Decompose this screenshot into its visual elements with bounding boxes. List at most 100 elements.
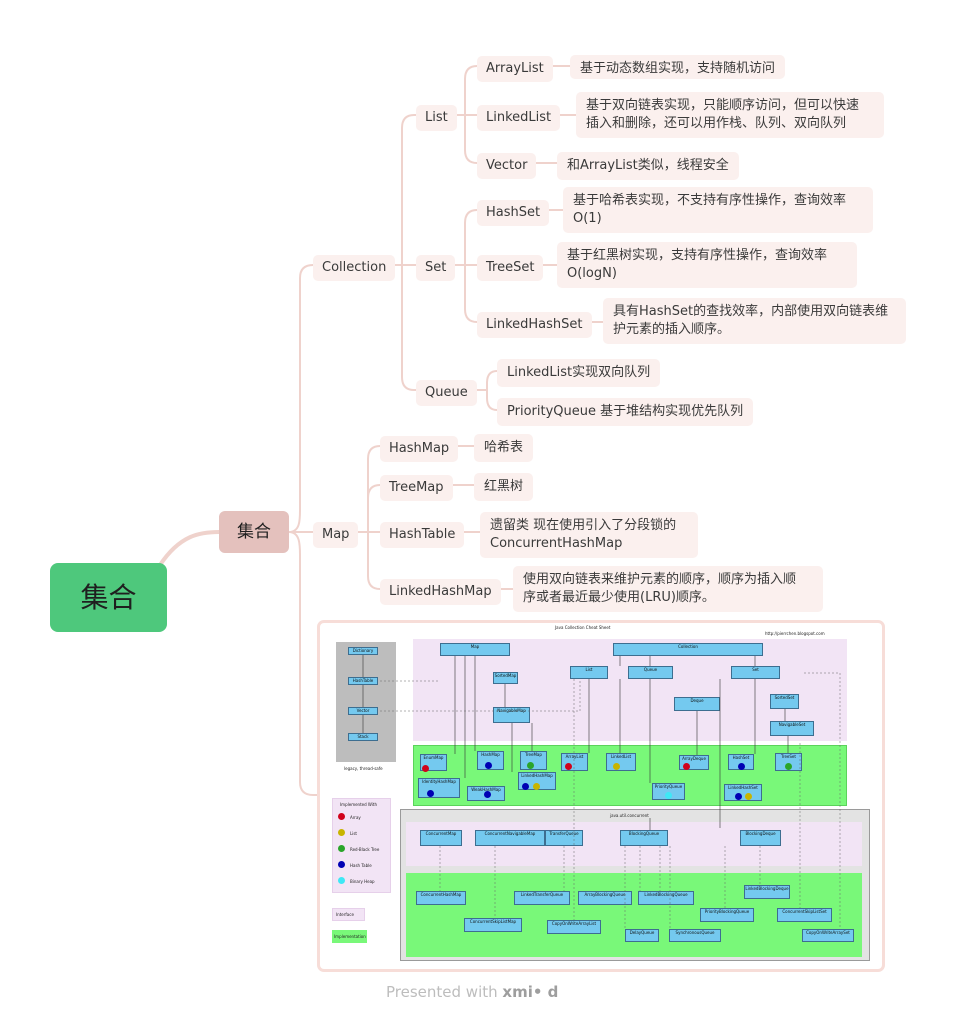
arraylist-desc: 基于动态数组实现，支持随机访问 (570, 55, 786, 79)
collection-node[interactable]: Collection (313, 255, 396, 281)
hashset-desc-line1: 基于哈希表实现，不支持有序性操作，查询效率 (573, 193, 847, 208)
queue-priorityqueue-item[interactable]: PriorityQueue 基于堆结构实现优先队列 (497, 398, 754, 426)
hashset-hashtable-dot (738, 763, 745, 770)
hashtable-node[interactable]: HashTable (380, 522, 465, 548)
legacy-vector: Vector (348, 707, 378, 715)
cheatsheet-connectors (362, 655, 841, 929)
treemap-node[interactable]: TreeMap (380, 475, 453, 501)
impl-concurrenthashmap: ConcurrentHashMap (416, 891, 466, 905)
impl-linkedblockingqueue: LinkedBlockingQueue (638, 891, 694, 905)
iface-navigableset: NavigableSet (770, 721, 814, 736)
legend-heap: Binary Heap (350, 879, 375, 884)
impl-linkedhashset: LinkedHashSet (724, 784, 762, 801)
legend-array: Array (350, 815, 361, 820)
legacy-hashtable: HashTable (348, 677, 378, 685)
arraydeque-array-dot (683, 763, 690, 770)
legacy-area (336, 642, 396, 762)
impl-hashmap: HashMap (477, 751, 504, 770)
iface-map: Map (440, 643, 510, 656)
linkedhashset-desc-line2: 护元素的插入顺序。 (613, 322, 731, 337)
treemap-rbtree-dot (527, 762, 534, 769)
hashtable-desc: 遗留类 现在使用引入了分段锁的 ConcurrentHashMap (480, 512, 698, 558)
xmind-logo: xmi• d (502, 983, 559, 1001)
hashset-desc-line2: O(1) (573, 211, 602, 226)
hashmap-node[interactable]: HashMap (380, 436, 459, 462)
cheatsheet-url: http://pierrchen.blogspot.com (765, 631, 825, 636)
linkedhashmap-node[interactable]: LinkedHashMap (380, 579, 501, 605)
iface-transferqueue: TransferQueue (545, 830, 583, 846)
iface-concurrentmap: ConcurrentMap (420, 830, 462, 846)
treeset-node[interactable]: TreeSet (477, 255, 544, 281)
legend-hashtable: Hash Table (350, 863, 372, 868)
linkedhashset-node[interactable]: LinkedHashSet (477, 312, 592, 338)
queue-node[interactable]: Queue (416, 380, 477, 406)
hashtable-desc-line2: ConcurrentHashMap (490, 536, 623, 551)
arraylist-node[interactable]: ArrayList (477, 56, 553, 82)
hashmap-hashtable-dot (485, 762, 492, 769)
impl-priorityblockingqueue: PriorityBlockingQueue (700, 908, 754, 922)
impl-arrayblockingqueue: ArrayBlockingQueue (578, 891, 632, 905)
hashset-node[interactable]: HashSet (477, 200, 550, 226)
impl-treemap: TreeMap (520, 751, 547, 770)
legend-implementation-swatch (332, 930, 367, 943)
linkedhashmap-list-dot (533, 783, 540, 790)
linkedlist-node[interactable]: LinkedList (477, 105, 561, 131)
legend-array-dot (338, 813, 345, 820)
treemap-desc: 红黑树 (474, 473, 534, 501)
map-node[interactable]: Map (313, 522, 359, 548)
priorityqueue-heap-dot (665, 792, 672, 799)
linkedlist-list-dot (613, 763, 620, 770)
iface-sortedmap: SortedMap (493, 672, 518, 684)
list-node[interactable]: List (416, 105, 457, 131)
iface-set: Set (731, 666, 780, 679)
legend-title: Implemented With (340, 802, 378, 807)
iface-blockingqueue: BlockingQueue (620, 830, 668, 846)
impl-linkedtransferqueue: LinkedTransferQueue (514, 891, 570, 905)
iface-blockingdeque: BlockingDeque (740, 830, 781, 846)
iface-deque: Deque (674, 697, 720, 711)
hashtable-desc-line1: 遗留类 现在使用引入了分段锁的 (490, 518, 677, 533)
linkedhashset-hashtable-dot (735, 793, 742, 800)
iface-sortedset: SortedSet (770, 694, 799, 709)
linkedhashmap-desc: 使用双向链表来维护元素的顺序，顺序为插入顺 序或者最近最少使用(LRU)顺序。 (513, 566, 823, 612)
linkedlist-desc-line2: 插入和删除，还可以用作栈、队列、双向队列 (586, 116, 847, 131)
cheatsheet-title: Java Collection Cheat Sheet (555, 625, 611, 630)
linkedhashmap-desc-line2: 序或者最近最少使用(LRU)顺序。 (523, 590, 715, 605)
vector-node[interactable]: Vector (477, 153, 537, 179)
legacy-dictionary: Dictionary (348, 647, 378, 655)
legacy-label: legacy, thread-safe (344, 766, 383, 771)
enummap-array-dot (422, 765, 429, 772)
iface-concurrentnavigablemap: ConcurrentNavigableMap (475, 830, 545, 846)
impl-hashset: HashSet (728, 754, 754, 770)
weakhashmap-hashtable-dot (484, 791, 491, 798)
legend-list: List (350, 831, 357, 836)
legend-interface: Interface (336, 912, 354, 917)
legend-heap-dot (338, 877, 345, 884)
legend-list-dot (338, 829, 345, 836)
arraylist-array-dot (565, 763, 572, 770)
linkedhashmap-hashtable-dot (522, 783, 529, 790)
root-topic[interactable]: 集合 (50, 563, 167, 632)
set-node[interactable]: Set (416, 255, 456, 281)
iface-queue: Queue (628, 666, 673, 679)
embedded-image-panel[interactable]: Java Collection Cheat Sheet http://pierr… (317, 620, 885, 972)
impl-linkedblockingdeque: LinkedBlockingDeque (744, 885, 790, 899)
footer-prefix: Presented with (386, 983, 498, 1001)
linkedhashset-desc-line1: 具有HashSet的查找效率，内部使用双向链表维 (613, 304, 889, 319)
identityhashmap-hashtable-dot (427, 790, 434, 797)
legend-interface-swatch (332, 908, 365, 921)
impl-concurrentskiplistset: ConcurrentSkipListSet (777, 908, 832, 922)
impl-synchronousqueue: SynchronousQueue (669, 929, 721, 942)
legend-implementation: Implementation (334, 934, 366, 939)
legacy-stack: Stack (348, 733, 378, 741)
main-topic[interactable]: 集合 (219, 511, 289, 553)
iface-collection: Collection (613, 643, 763, 656)
linkedhashmap-desc-line1: 使用双向链表来维护元素的顺序，顺序为插入顺 (523, 572, 797, 587)
footer-credit: Presented with xmi• d (386, 983, 558, 1001)
legend-rbtree: Red-Black Tree (350, 847, 380, 852)
queue-linkedlist-item[interactable]: LinkedList实现双向队列 (497, 359, 661, 387)
impl-treeset: TreeSet (775, 753, 802, 771)
iface-list: List (570, 666, 608, 679)
treeset-desc-line1: 基于红黑树实现，支持有序性操作，查询效率 (567, 248, 828, 263)
